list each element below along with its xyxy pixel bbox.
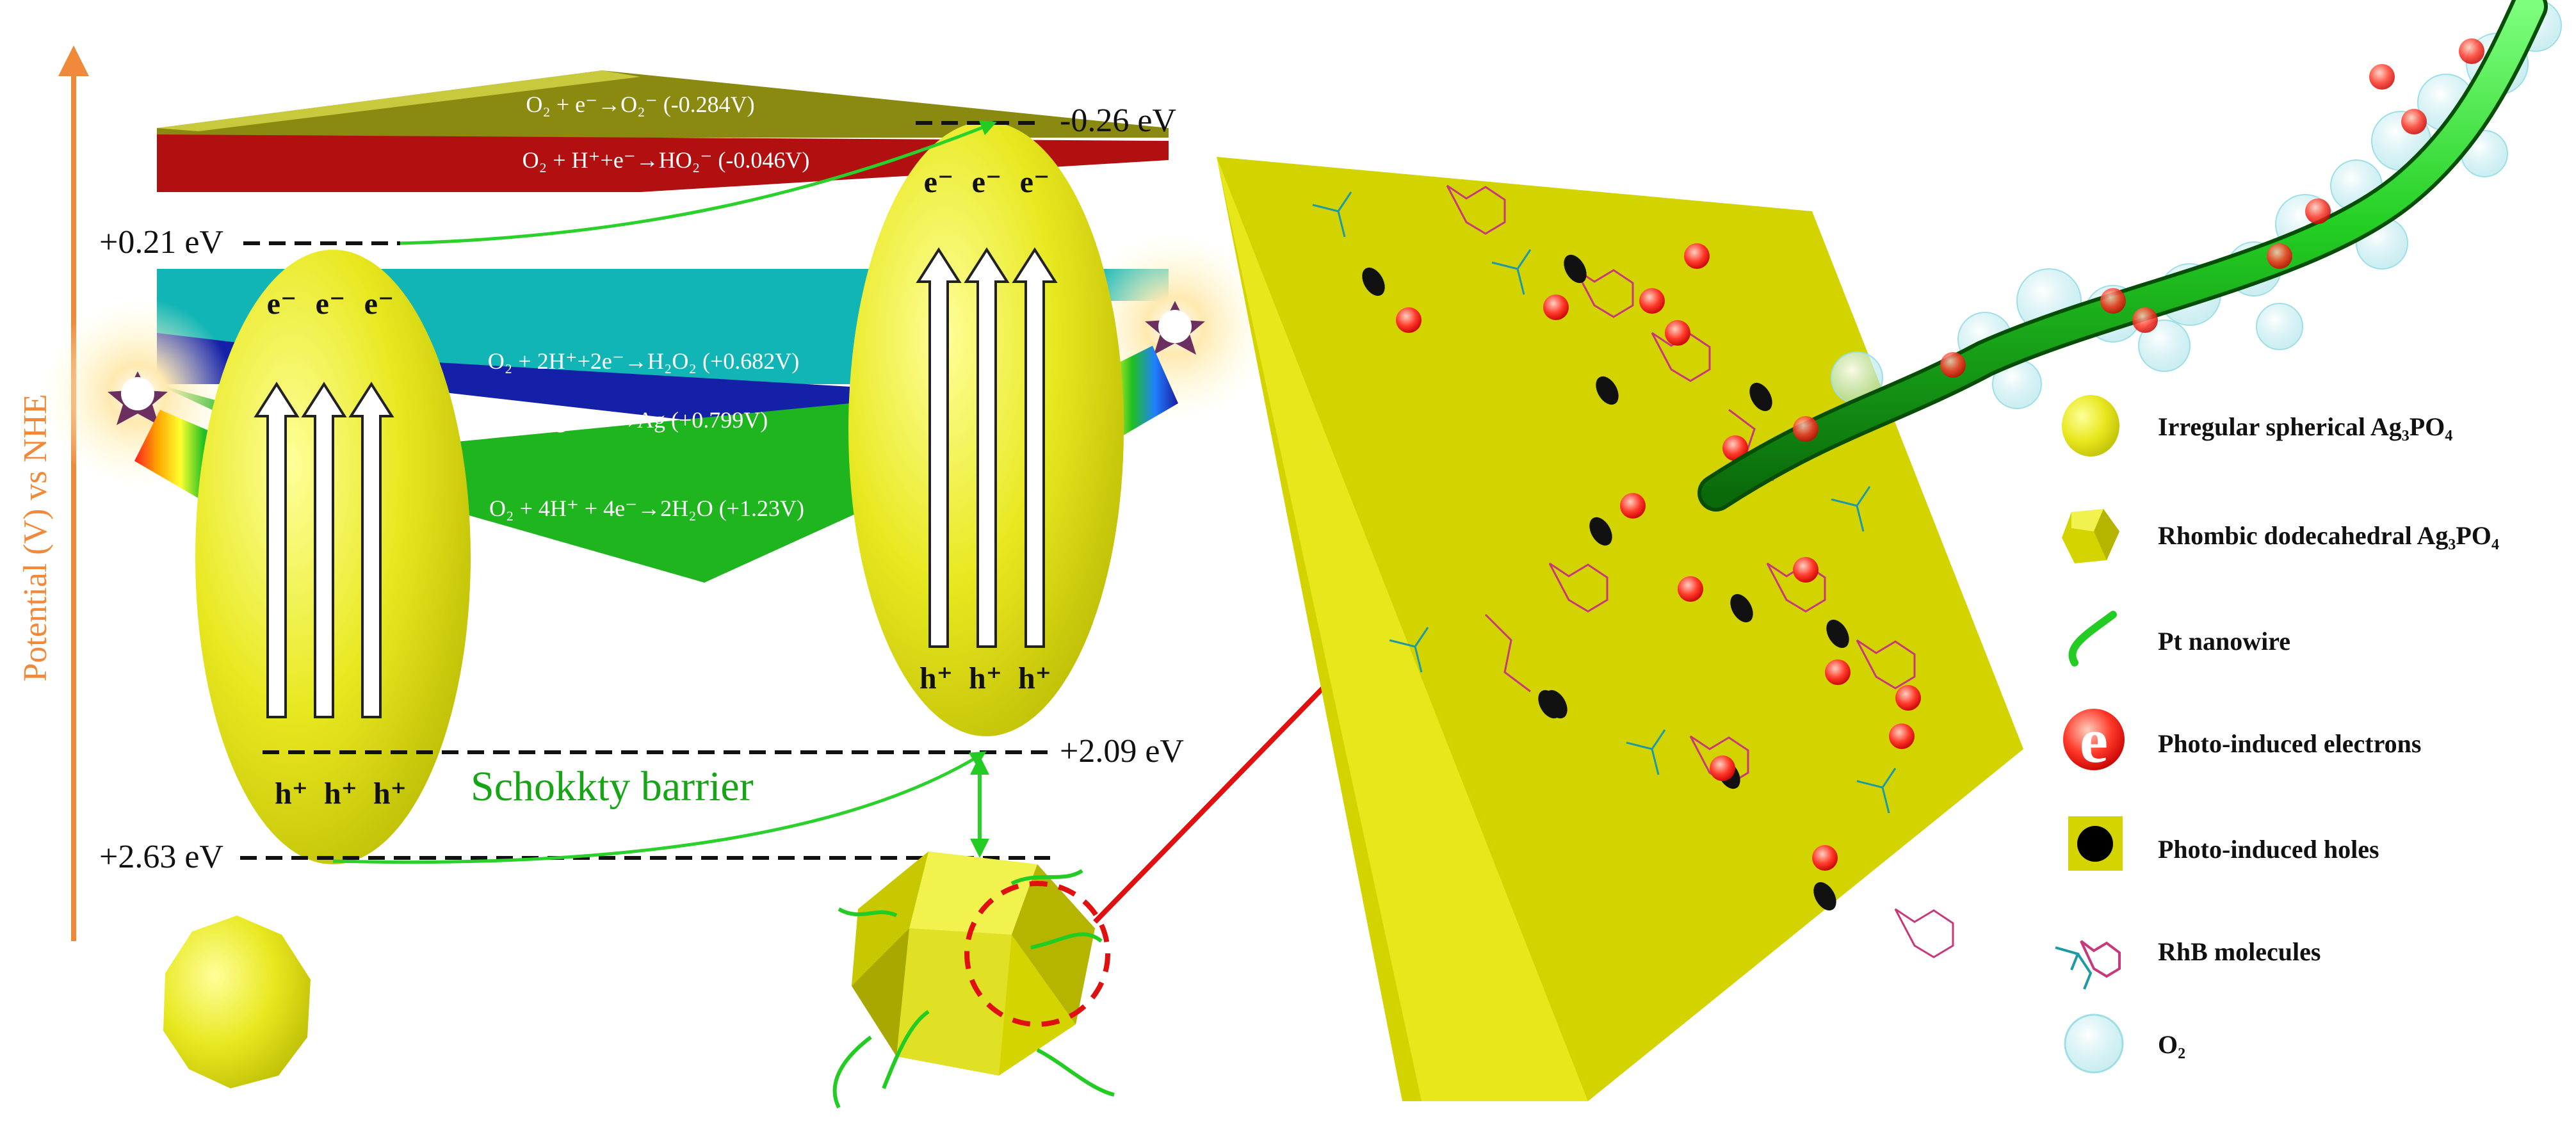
barrier-label: Schokkty barrier [471, 763, 754, 810]
reaction-superoxide: O₂ + e⁻→O₂⁻ (-0.284V) [526, 92, 754, 117]
yellow-sphere-icon [2062, 395, 2119, 456]
level-right-vb: +2.09 eV [1060, 733, 1184, 770]
svg-text:e⁻: e⁻ [1020, 165, 1050, 199]
svg-text:h⁺: h⁺ [969, 661, 1002, 695]
legend-label-holes: Photo-induced holes [2158, 835, 2379, 864]
legend-electron-glyph: e [2080, 705, 2108, 776]
oxygen-bubble-icon [2064, 1013, 2124, 1074]
svg-text:e⁻: e⁻ [267, 287, 297, 321]
zoomed-facet [1217, 157, 2023, 1101]
reaction-hydroperoxyl: O₂ + H⁺+e⁻→HO₂⁻ (-0.046V) [522, 147, 810, 173]
legend-label-spherical: Irregular spherical Ag₃PO₄ [2158, 412, 2452, 441]
left-excitation-arrows [254, 382, 394, 718]
spherical-ag3po4-particle [163, 916, 311, 1088]
light-source-right [1063, 230, 1271, 448]
band-hydroperoxyl [157, 134, 1169, 192]
svg-text:e⁻: e⁻ [364, 287, 394, 321]
band-superoxide [157, 70, 1169, 138]
zoom-arrow [1093, 663, 1347, 924]
legend-item-dodecahedral: Rhombic dodecahedral Ag₃PO₄ [2062, 509, 2499, 563]
legend-label-pt-wire: Pt nanowire [2158, 627, 2290, 656]
facet-electrons [1396, 243, 1921, 871]
legend-item-pt-wire: Pt nanowire [2068, 611, 2290, 666]
electron-transfer-arrow [400, 120, 997, 245]
potential-axis-label: Potential (V) vs NHE [17, 394, 54, 681]
left-holes: h⁺ h⁺ h⁺ [275, 777, 407, 811]
right-excitation-arrows [916, 247, 1058, 648]
black-hole-icon [2077, 826, 2113, 862]
potential-axis: Potential (V) vs NHE [17, 45, 89, 941]
legend-item-spherical: Irregular spherical Ag₃PO₄ [2062, 395, 2452, 456]
svg-text:e⁻: e⁻ [972, 165, 1002, 199]
right-electrons: e⁻ e⁻ e⁻ [924, 165, 1050, 199]
pt-nanowire [1697, 0, 2562, 512]
legend-item-rhb: RhB molecules [2055, 937, 2321, 990]
legend: Irregular spherical Ag₃PO₄ Rhombic dodec… [2055, 395, 2499, 1074]
svg-text:h⁺: h⁺ [324, 777, 357, 811]
svg-text:h⁺: h⁺ [1018, 661, 1051, 695]
svg-text:e⁻: e⁻ [924, 165, 954, 199]
left-electrons: e⁻ e⁻ e⁻ [267, 287, 394, 321]
hole-transfer-arrow [332, 751, 987, 864]
legend-item-holes: Photo-induced holes [2068, 816, 2379, 871]
left-band-ellipse [195, 250, 471, 864]
legend-label-electrons: Photo-induced electrons [2158, 729, 2421, 758]
legend-label-rhb: RhB molecules [2158, 937, 2321, 966]
svg-text:e⁻: e⁻ [316, 287, 346, 321]
level-right-cb: -0.26 eV [1060, 102, 1176, 139]
legend-label-o2: O₂ [2158, 1030, 2185, 1059]
reaction-water: O₂ + 4H⁺ + 4e⁻→2H₂O (+1.23V) [489, 496, 804, 521]
legend-item-o2: O₂ [2064, 1013, 2185, 1074]
svg-text:h⁺: h⁺ [373, 777, 407, 811]
legend-item-electrons: e Photo-induced electrons [2063, 705, 2421, 776]
right-holes: h⁺ h⁺ h⁺ [919, 661, 1051, 695]
legend-label-dodecahedral: Rhombic dodecahedral Ag₃PO₄ [2158, 521, 2499, 550]
yellow-polyhedron-icon [2062, 509, 2119, 563]
level-left-vb: +2.63 eV [99, 839, 223, 875]
right-band-ellipse [848, 122, 1124, 736]
reaction-peroxide: O₂ + 2H⁺+2e⁻→H₂O₂ (+0.682V) [488, 348, 800, 374]
energy-levels [240, 121, 1050, 860]
svg-text:h⁺: h⁺ [919, 661, 953, 695]
dodecahedral-ag3po4-particle [832, 851, 1115, 1109]
reaction-silver: Ag⁺+e⁻→Ag (+0.799V) [539, 407, 768, 433]
green-wire-icon [2068, 611, 2117, 666]
wire-electrons [1793, 38, 2484, 442]
level-left-cb: +0.21 eV [99, 224, 223, 261]
o2-bubbles [1831, 0, 2562, 409]
red-electron-icon [2063, 709, 2125, 770]
svg-text:h⁺: h⁺ [275, 777, 308, 811]
rhb-molecule-icon [2055, 940, 2121, 990]
